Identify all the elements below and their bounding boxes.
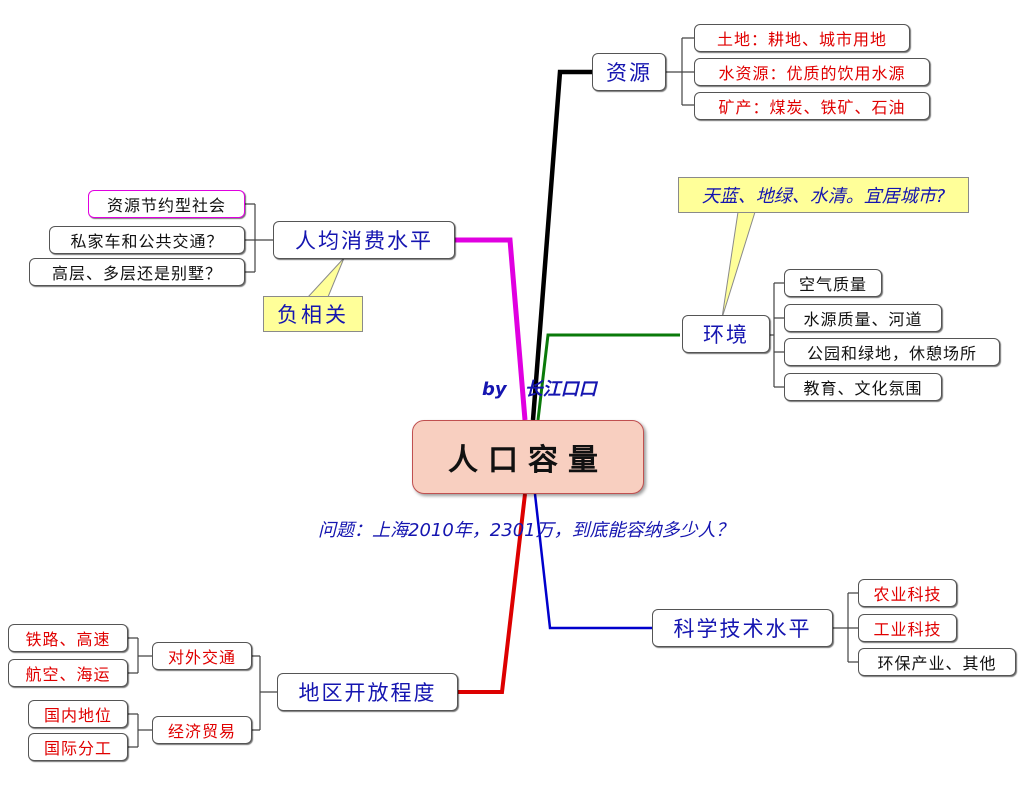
callout-consumption-text: 负相关 (277, 303, 349, 327)
leaf-trade-2-label: 国际分工 (43, 739, 112, 758)
leaf-technology-3[interactable]: 环保产业、其他 (858, 648, 1016, 676)
callout-env-pointer (721, 211, 756, 319)
leaf-consumption-1[interactable]: 资源节约型社会 (88, 190, 245, 218)
bracket-technology (833, 592, 858, 663)
leaf-resources-1[interactable]: 土地：耕地、城市用地 (694, 24, 910, 52)
branch-consumption-label: 人均消费水平 (295, 229, 433, 253)
leaf-transport-1[interactable]: 铁路、高速 (8, 624, 128, 652)
branch-consumption[interactable]: 人均消费水平 (273, 221, 455, 259)
byline: by 长江口口 (482, 379, 597, 400)
leaf-resources-3[interactable]: 矿产：煤炭、铁矿、石油 (694, 92, 930, 120)
leaf-environment-2-label: 水源质量、河道 (803, 310, 923, 329)
leaf-consumption-2-label: 私家车和公共交通？ (70, 232, 224, 251)
leaf-trade-1-label: 国内地位 (43, 706, 112, 725)
leaf-environment-4-label: 教育、文化氛围 (803, 379, 923, 398)
leaf-technology-1-label: 农业科技 (873, 585, 942, 604)
branch-technology-label: 科学技术水平 (673, 617, 812, 641)
bracket-consumption (245, 203, 273, 273)
leaf-transport-2-label: 航空、海运 (25, 665, 111, 684)
leaf-technology-1[interactable]: 农业科技 (858, 579, 957, 607)
subbranch-trade[interactable]: 经济贸易 (152, 716, 252, 744)
subbranch-transport[interactable]: 对外交通 (152, 642, 252, 670)
leaf-trade-2[interactable]: 国际分工 (28, 733, 128, 761)
line-openness (458, 493, 527, 694)
leaf-transport-2[interactable]: 航空、海运 (8, 659, 128, 687)
leaf-technology-2[interactable]: 工业科技 (858, 614, 957, 642)
leaf-environment-1-label: 空气质量 (798, 275, 867, 294)
leaf-environment-4[interactable]: 教育、文化氛围 (784, 373, 942, 401)
leaf-consumption-3-label: 高层、多层还是别墅？ (51, 264, 222, 283)
line-consumption (455, 237, 528, 421)
branch-technology[interactable]: 科学技术水平 (652, 609, 833, 647)
branch-resources-label: 资源 (606, 61, 652, 85)
line-technology (533, 493, 652, 630)
leaf-consumption-3[interactable]: 高层、多层还是别墅？ (29, 258, 245, 286)
callout-consumption: 负相关 (263, 296, 363, 332)
callout-consume-pointer (306, 257, 345, 298)
branch-openness[interactable]: 地区开放程度 (277, 673, 458, 711)
leaf-trade-1[interactable]: 国内地位 (28, 700, 128, 728)
leaf-environment-1[interactable]: 空气质量 (784, 269, 882, 297)
leaf-resources-3-label: 矿产：煤炭、铁矿、石油 (718, 98, 906, 117)
leaf-consumption-1-label: 资源节约型社会 (106, 196, 226, 215)
line-environment (536, 333, 680, 421)
leaf-resources-2-label: 水资源：优质的饮用水源 (718, 64, 906, 83)
question-note: 问题：上海2010年，2301万，到底能容纳多少人？ (318, 520, 734, 541)
bracket-openness (252, 655, 277, 731)
leaf-environment-3[interactable]: 公园和绿地，休憩场所 (784, 338, 1000, 366)
bracket-trade (128, 713, 152, 748)
branch-environment[interactable]: 环境 (682, 315, 770, 353)
leaf-technology-2-label: 工业科技 (873, 620, 942, 639)
bracket-resources (666, 37, 694, 106)
leaf-environment-2[interactable]: 水源质量、河道 (784, 304, 942, 332)
central-topic-label: 人口容量 (448, 443, 608, 478)
subbranch-transport-label: 对外交通 (167, 648, 236, 667)
callout-environment-text: 天蓝、地绿、水清。宜居城市? (701, 186, 946, 207)
bracket-environment (770, 282, 784, 388)
leaf-consumption-2[interactable]: 私家车和公共交通？ (49, 226, 245, 254)
branch-environment-label: 环境 (703, 323, 749, 347)
line-resources (530, 69, 592, 421)
bracket-transport (128, 637, 152, 674)
leaf-technology-3-label: 环保产业、其他 (877, 654, 997, 673)
branch-openness-label: 地区开放程度 (298, 681, 437, 705)
subbranch-trade-label: 经济贸易 (167, 722, 236, 741)
central-topic[interactable]: 人口容量 (412, 420, 644, 494)
leaf-resources-1-label: 土地：耕地、城市用地 (716, 30, 887, 49)
branch-resources[interactable]: 资源 (592, 53, 666, 91)
leaf-environment-3-label: 公园和绿地，休憩场所 (806, 344, 977, 363)
leaf-transport-1-label: 铁路、高速 (25, 630, 111, 649)
callout-environment: 天蓝、地绿、水清。宜居城市? (678, 177, 969, 213)
leaf-resources-2[interactable]: 水资源：优质的饮用水源 (694, 58, 930, 86)
